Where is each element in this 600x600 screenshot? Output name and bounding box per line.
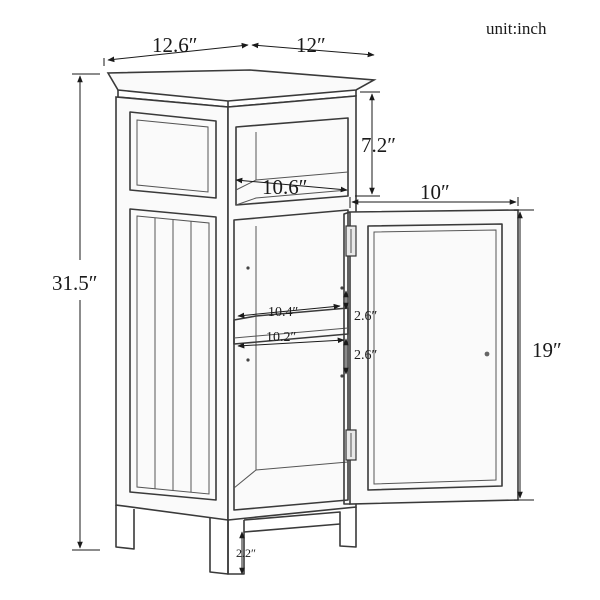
dim-height-total-label: 31.5″: [52, 271, 98, 295]
dim-inner-shelf-width-label: 10.2″: [266, 330, 297, 345]
dim-door-width-label: 10″: [420, 180, 450, 204]
unit-label: unit:inch: [486, 19, 547, 38]
dim-depth-top-label: 12″: [296, 33, 326, 57]
door-knob: [484, 351, 490, 357]
dim-inner-shelf-depth-label: 10.4″: [268, 305, 299, 320]
cabinet-drawing: [106, 69, 377, 575]
cabinet-top: [106, 69, 377, 102]
lower-compartment: [233, 209, 349, 511]
dim-door-height-label: 19″: [532, 338, 562, 362]
dim-shelf-opening-height-label: 7.2″: [361, 133, 396, 157]
dim-shelf-adjust-lower-label: 2.6″: [354, 348, 378, 363]
dim-width-top-label: 12.6″: [152, 33, 198, 57]
dimension-lines: [72, 42, 534, 575]
dim-leg-clearance-label: 2.2″: [236, 546, 256, 560]
cabinet-left-side: [115, 96, 229, 521]
dim-shelf-opening-width-label: 10.6″: [262, 175, 308, 199]
dim-shelf-adjust-upper-label: 2.6″: [354, 309, 378, 324]
